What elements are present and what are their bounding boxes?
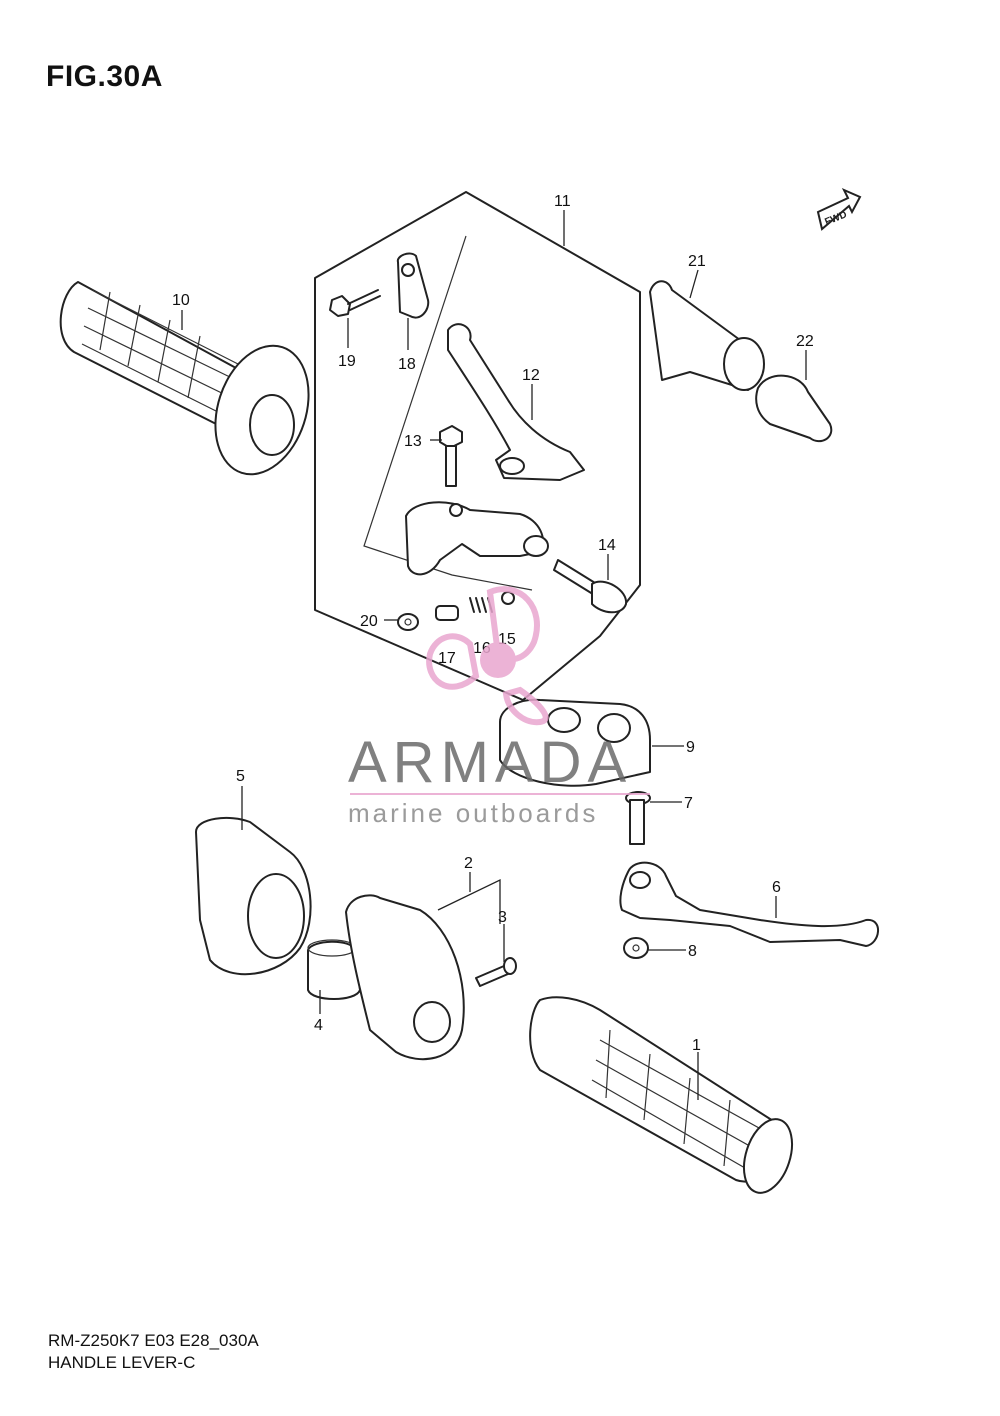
part-16-spring	[469, 597, 493, 613]
part-14-adjuster-bolt	[553, 559, 628, 614]
callout-9: 9	[686, 739, 695, 756]
callout-21: 21	[688, 253, 706, 270]
armada-watermark: ARMADA marine outboards	[348, 586, 650, 828]
part-20-nut	[397, 613, 419, 631]
watermark-name: ARMADA	[348, 730, 632, 795]
callout-10: 10	[172, 292, 190, 309]
watermark-tagline: marine outboards	[348, 798, 598, 828]
callout-7: 7	[684, 795, 693, 812]
callout-12: 12	[522, 367, 540, 384]
part-2-throttle-body	[345, 894, 465, 1061]
callout-18: 18	[398, 356, 416, 373]
part-8-nut	[623, 937, 649, 959]
callout-11: 11	[554, 193, 571, 210]
callout-2: 2	[464, 855, 473, 872]
callout-4: 4	[314, 1017, 323, 1034]
lever-holder-assembly	[405, 501, 549, 576]
callout-19: 19	[338, 353, 356, 370]
model-code: RM-Z250K7 E03 E28_030A	[48, 1331, 259, 1350]
callout-leaders	[181, 210, 807, 1100]
part-19-clamp-bolt	[329, 289, 381, 317]
part-1-right-grip	[529, 996, 793, 1194]
part-17-spring-guide	[435, 605, 459, 621]
callout-13: 13	[404, 433, 422, 450]
callout-labels: 11 10 19 18 12 13 14 21 22 20 15 16 17 9…	[172, 193, 814, 1054]
part-22-cable-adjuster	[755, 374, 833, 443]
callout-8: 8	[688, 943, 697, 960]
callout-6: 6	[772, 879, 781, 896]
callout-14: 14	[598, 537, 616, 554]
footer: RM-Z250K7 E03 E28_030A HANDLE LEVER-C	[48, 1330, 259, 1374]
callout-1: 1	[692, 1037, 701, 1054]
part-15-ball	[501, 591, 515, 605]
part-12-clutch-lever	[447, 323, 585, 481]
callout-22: 22	[796, 333, 814, 350]
propeller-logo-icon	[426, 586, 549, 726]
part-6-lever-assembly	[619, 861, 879, 947]
callout-5: 5	[236, 768, 245, 785]
part-18-lever-clamp	[396, 252, 430, 319]
part-7-pivot-bolt	[625, 791, 651, 845]
fwd-arrow-icon: FWD	[816, 187, 862, 231]
part-13-pivot-bolt	[439, 425, 463, 487]
part-21-throttle-cover	[649, 280, 765, 391]
assembly-11-outline	[314, 191, 641, 701]
part-10-left-grip	[59, 281, 310, 476]
diagram-caption: HANDLE LEVER-C	[48, 1353, 196, 1372]
callout-3: 3	[498, 909, 507, 926]
part-3-screw	[475, 957, 517, 987]
figure-title: FIG.30A	[46, 60, 163, 93]
part-5-throttle-housing	[195, 816, 312, 976]
callout-20: 20	[360, 613, 378, 630]
callout-17: 17	[438, 650, 456, 667]
